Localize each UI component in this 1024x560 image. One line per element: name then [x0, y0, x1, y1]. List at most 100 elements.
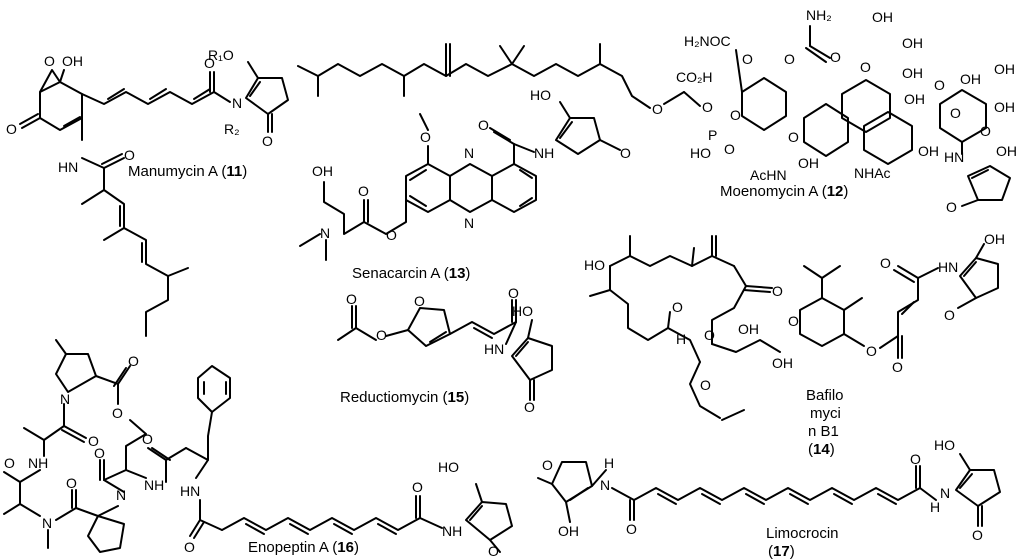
atom-o-16c: O	[94, 445, 105, 461]
atom-oh-s5c: OH	[994, 99, 1015, 115]
caption-limocrocin-line1: Limocrocin	[766, 525, 839, 542]
atom-o-cp-16: O	[488, 543, 499, 559]
atom-o-pro1-16: O	[128, 353, 139, 369]
atom-nh-16d: NH	[442, 523, 462, 539]
caption-moenomycin-a: Moenomycin A (12)	[720, 183, 848, 200]
atom-o-acetyl-15: O	[376, 327, 387, 343]
atom-h-17b: H	[930, 499, 940, 515]
atom-oh-s2a: OH	[872, 9, 893, 25]
atom-o-carbonyl-13: O	[358, 183, 369, 199]
atom-o-cp-13: O	[620, 145, 631, 161]
atom-n-17a: N	[600, 477, 610, 493]
atom-achn: AcHN	[750, 167, 787, 183]
atom-ho-16: HO	[438, 459, 459, 475]
atom-oh-s2c: OH	[902, 65, 923, 81]
atom-o-methoxy-13: O	[420, 129, 431, 145]
atom-o-acetyl-co-15: O	[346, 291, 357, 307]
manumycin-a-structure: O O OH O N R₂ O R₁O HN O	[6, 47, 289, 337]
atom-h-14: H	[676, 331, 686, 347]
atom-o-p3: O	[730, 107, 741, 123]
atom-oh-cp-12: OH	[996, 143, 1017, 159]
atom-r2: R₂	[224, 121, 240, 137]
atom-n-amide: N	[232, 95, 242, 111]
atom-hn-16c: HN	[180, 483, 200, 499]
atom-nhac: NHAc	[854, 165, 891, 181]
atom-o-fumarate-14: O	[880, 255, 891, 271]
atom-o-cp-15: O	[524, 399, 535, 415]
atom-o-s5a: O	[934, 77, 945, 93]
atom-o-epoxide: O	[44, 53, 55, 69]
atom-hn-15: HN	[484, 341, 504, 357]
atom-n-pro2-16: N	[116, 487, 126, 503]
atom-o-methoxy2-14: O	[700, 377, 711, 393]
atom-co2h: CO₂H	[676, 69, 713, 85]
atom-p: P	[708, 127, 717, 143]
atom-o-s3: O	[788, 129, 799, 145]
atom-o-carbamate: O	[830, 49, 841, 65]
atom-hn-14: HN	[938, 259, 958, 275]
atom-o-s2: O	[860, 59, 871, 75]
caption-bafilomycin-line4: (14)	[808, 441, 835, 458]
atom-o-ester-14: O	[866, 343, 877, 359]
atom-o-16d: O	[142, 431, 153, 447]
atom-n-16a: N	[42, 515, 52, 531]
atom-hn-12: HN	[944, 149, 964, 165]
atom-nh-16b: NH	[144, 477, 164, 493]
atom-oh-cp-15: HO	[512, 303, 533, 319]
atom-o-lactone-14: O	[772, 283, 783, 299]
caption-enopeptin-a: Enopeptin A (16)	[248, 539, 359, 556]
atom-o-16e: O	[184, 539, 195, 555]
atom-oh-s5b: OH	[994, 61, 1015, 77]
atom-o-amide-12: O	[980, 123, 991, 139]
atom-oh: OH	[62, 53, 83, 69]
atom-o-s5b: O	[950, 105, 961, 121]
atom-hn-lower: HN	[58, 159, 78, 175]
atom-o-amide: O	[204, 55, 215, 71]
bafilomycin-b1-structure: HO O O O H O OH OH O O O	[584, 231, 1005, 421]
atom-o-cp-14: O	[944, 307, 955, 323]
atom-o-cp-17b: O	[972, 527, 983, 543]
atom-o-carb2: O	[784, 51, 795, 67]
atom-n-13: N	[320, 225, 330, 241]
limocrocin-structure: O OH H N O O H N HO O	[537, 437, 1001, 543]
atom-o-methoxy-14: O	[672, 299, 683, 315]
reductiomycin-structure: O O O O HN HO O	[337, 285, 553, 415]
atom-n-17b: N	[940, 485, 950, 501]
atom-o-cp: O	[262, 133, 273, 149]
atom-h2noc: H₂NOC	[684, 33, 731, 49]
atom-oh-17a: OH	[558, 523, 579, 539]
atom-o-amide-15: O	[508, 285, 519, 301]
atom-nh2-top: NH₂	[806, 7, 832, 23]
atom-ho-14: HO	[584, 257, 605, 273]
caption-manumycin-a: Manumycin A (11)	[128, 163, 247, 180]
caption-bafilomycin-line1: Bafilo	[806, 387, 844, 404]
atom-o-lower: O	[124, 147, 135, 163]
caption-limocrocin-line2: (17)	[768, 543, 795, 560]
atom-ho-17b: HO	[934, 437, 955, 453]
atom-oh-s5a: OH	[960, 71, 981, 87]
atom-o-ether-12: O	[652, 101, 663, 117]
atom-o-16a: O	[4, 455, 15, 471]
atom-o-ring-14: O	[704, 327, 715, 343]
caption-bafilomycin-line2: myci	[810, 405, 841, 422]
atom-o-ketone: O	[6, 121, 17, 137]
caption-senacarcin-a: Senacarcin A (13)	[352, 265, 470, 282]
atom-oh-s3: OH	[798, 155, 819, 171]
atom-oh-cp-14: OH	[984, 231, 1005, 247]
atom-hn-17: H	[604, 455, 614, 471]
atom-o-ester-13: O	[386, 227, 397, 243]
atom-o-carbonyl-14: O	[892, 359, 903, 375]
caption-reductiomycin: Reductiomycin (15)	[340, 389, 469, 406]
atom-o-16f: O	[412, 479, 423, 495]
atom-o-amide-17a: O	[626, 521, 637, 537]
atom-n-phen-top: N	[464, 145, 474, 161]
senacarcin-a-structure: N N O O NH HO O O O OH N	[299, 87, 631, 261]
atom-oh-s2b: OH	[902, 35, 923, 51]
moenomycin-a-structure: O CO₂H O P HO O O H₂NOC O AcHN NH₂ O O O…	[297, 7, 1017, 215]
atom-ho-p: HO	[690, 145, 711, 161]
atom-o-amide-17b: O	[910, 451, 921, 467]
atom-r1o: R₁O	[208, 47, 234, 63]
atom-oh-14a: OH	[738, 321, 759, 337]
